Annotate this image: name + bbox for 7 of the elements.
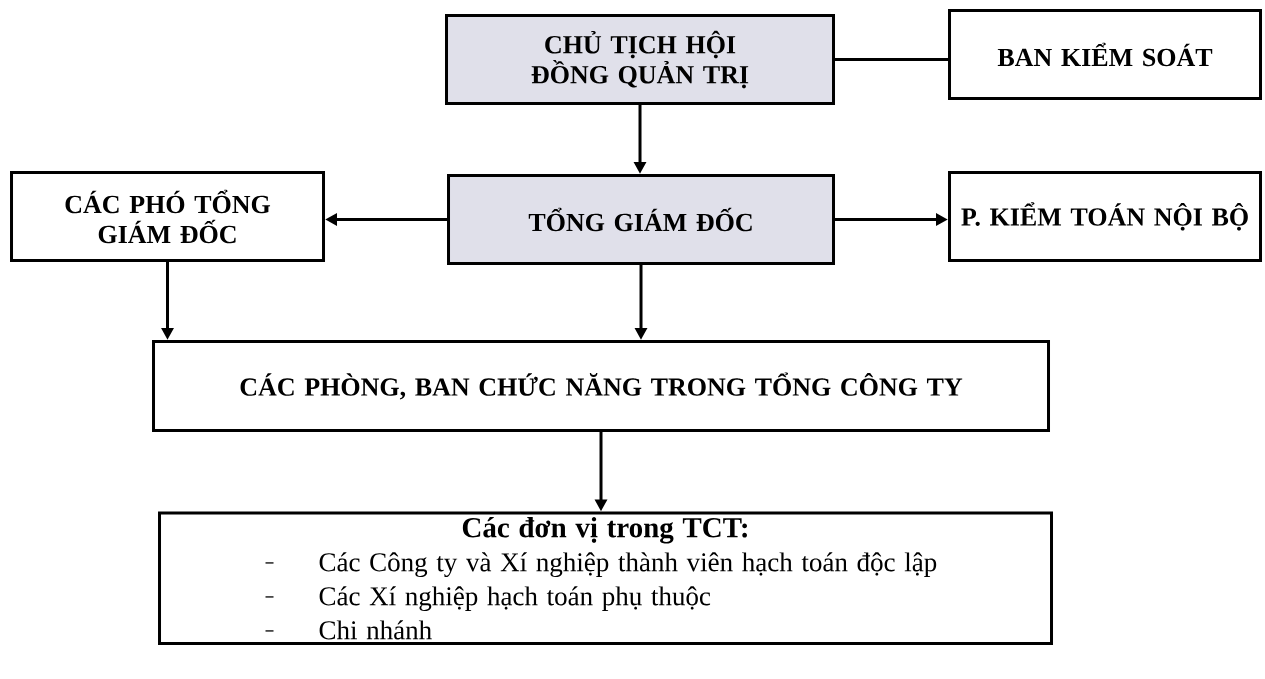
process-box: CÁC PHÒNG, BAN CHỨC NĂNG TRONG TỔNG CÔNG TY	[152, 340, 1050, 432]
process-box: CÁC PHÓ TỔNG GIÁM ĐỐC	[10, 171, 325, 262]
process-box: BAN KIỂM SOÁT	[948, 9, 1262, 100]
process-box: TỔNG GIÁM ĐỐC	[447, 174, 835, 265]
process-box: CHỦ TỊCH HỘI ĐỒNG QUẢN TRỊ	[445, 14, 835, 105]
list-box: Các đơn vị trong TCT: Các Công ty và Xí nghiệp thành viên hạch toán độc lập Các Xí nghiệp hạch toán phụ thuộc Chi nhánh	[158, 511, 1053, 645]
process-box: P. KIỂM TOÁN NỘI BỘ	[948, 171, 1262, 262]
